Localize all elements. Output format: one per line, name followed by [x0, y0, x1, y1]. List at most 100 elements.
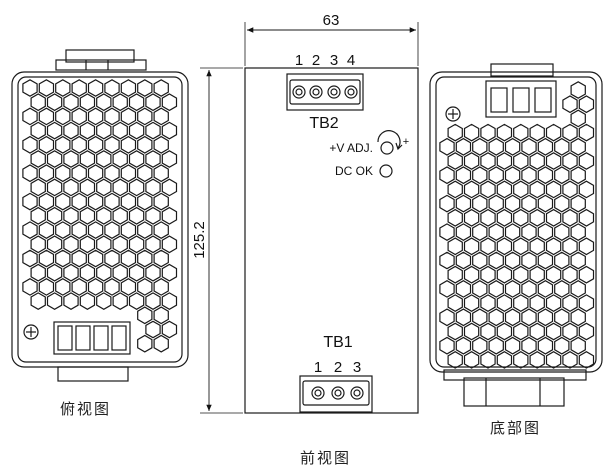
vent-hole	[496, 152, 513, 170]
vent-hole	[537, 166, 554, 185]
vent-hole	[562, 208, 578, 227]
terminal-screw-icon	[309, 85, 323, 99]
bottom-view-caption: 底部图	[490, 419, 542, 437]
vent-hole	[529, 351, 545, 369]
vent-hole	[30, 178, 46, 197]
vent-hole	[513, 152, 529, 170]
vent-hole	[513, 208, 529, 227]
vent-hole	[112, 206, 128, 225]
vent-hole	[537, 251, 554, 270]
vent-hole	[87, 221, 104, 239]
vent-hole	[463, 265, 480, 284]
vent-hole	[96, 206, 112, 225]
vent-hole	[63, 206, 79, 225]
vent-hole	[87, 135, 104, 154]
vent-hole	[537, 336, 554, 355]
vent-hole	[87, 79, 104, 97]
vent-hole	[22, 192, 38, 211]
vent-hole	[120, 249, 137, 268]
vent-hole	[128, 93, 145, 112]
tb2-pin-3: 3	[330, 52, 338, 69]
vent-hole	[529, 208, 545, 227]
vent-hole	[513, 237, 529, 256]
vent-hole	[145, 178, 161, 197]
vent-hole	[55, 164, 71, 183]
vent-hole	[87, 192, 104, 211]
vent-hole	[55, 278, 71, 296]
terminal-screw-icon	[331, 386, 345, 400]
vent-hole	[22, 107, 38, 126]
vent-hole	[472, 308, 488, 327]
vent-hole	[578, 152, 595, 170]
vent-hole	[521, 308, 537, 327]
front-view	[200, 22, 419, 414]
vent-hole	[562, 95, 578, 114]
vent-hole	[96, 121, 112, 140]
vent-hole	[38, 79, 55, 97]
vent-hole	[545, 123, 562, 142]
top-view-vent-holes	[22, 79, 178, 353]
vent-hole	[153, 135, 169, 154]
vent-hole	[554, 336, 570, 355]
vent-hole	[496, 123, 513, 142]
vadj-label: +V ADJ.	[329, 141, 373, 155]
vent-hole	[439, 251, 455, 270]
vent-hole	[38, 135, 55, 154]
vent-hole	[570, 336, 586, 355]
vent-hole	[463, 123, 480, 142]
tb1-pin-1: 1	[314, 359, 322, 376]
vent-hole	[104, 164, 120, 183]
terminal-screw-head	[330, 88, 338, 96]
terminal-screw-icon	[344, 85, 358, 99]
vent-hole	[529, 180, 545, 199]
vent-hole	[22, 249, 38, 268]
bottom-view	[429, 63, 603, 407]
vent-hole	[545, 180, 562, 199]
vent-hole	[46, 292, 63, 310]
tb2-pin-4: 4	[347, 52, 355, 69]
vent-hole	[145, 320, 161, 339]
vent-hole	[128, 121, 145, 140]
vent-hole	[570, 137, 586, 156]
vent-hole	[521, 166, 537, 185]
vadj-plus-sign: +	[403, 136, 409, 148]
vent-hole	[46, 235, 63, 254]
vent-hole	[513, 123, 529, 142]
vent-hole	[87, 107, 104, 126]
vent-hole	[439, 194, 455, 213]
vent-hole	[447, 322, 463, 341]
vent-hole	[480, 208, 496, 227]
vent-hole	[30, 235, 46, 254]
vent-hole	[137, 192, 153, 211]
vent-hole	[30, 206, 46, 225]
vent-hole	[153, 192, 169, 211]
vent-hole	[112, 263, 128, 282]
vent-hole	[513, 265, 529, 284]
vent-hole	[578, 265, 595, 284]
vent-hole	[145, 93, 161, 112]
vent-hole	[63, 263, 79, 282]
vent-hole	[496, 322, 513, 341]
vent-hole	[570, 308, 586, 327]
vent-hole	[480, 265, 496, 284]
vent-hole	[562, 123, 578, 142]
vent-hole	[120, 164, 137, 183]
vent-hole	[513, 322, 529, 341]
vent-hole	[128, 206, 145, 225]
vent-hole	[562, 152, 578, 170]
vent-hole	[554, 166, 570, 185]
vent-hole	[137, 334, 153, 353]
vent-hole	[55, 135, 71, 154]
vent-hole	[521, 137, 537, 156]
vent-hole	[38, 107, 55, 126]
front-view-caption: 前视图	[300, 449, 352, 467]
bottom-view-vent-holes	[439, 81, 595, 369]
vent-hole	[488, 280, 504, 298]
vent-hole	[79, 235, 96, 254]
vent-hole	[554, 280, 570, 298]
vent-hole	[79, 206, 96, 225]
vent-hole	[463, 322, 480, 341]
tb1-pin-3: 3	[353, 359, 361, 376]
vent-hole	[145, 235, 161, 254]
